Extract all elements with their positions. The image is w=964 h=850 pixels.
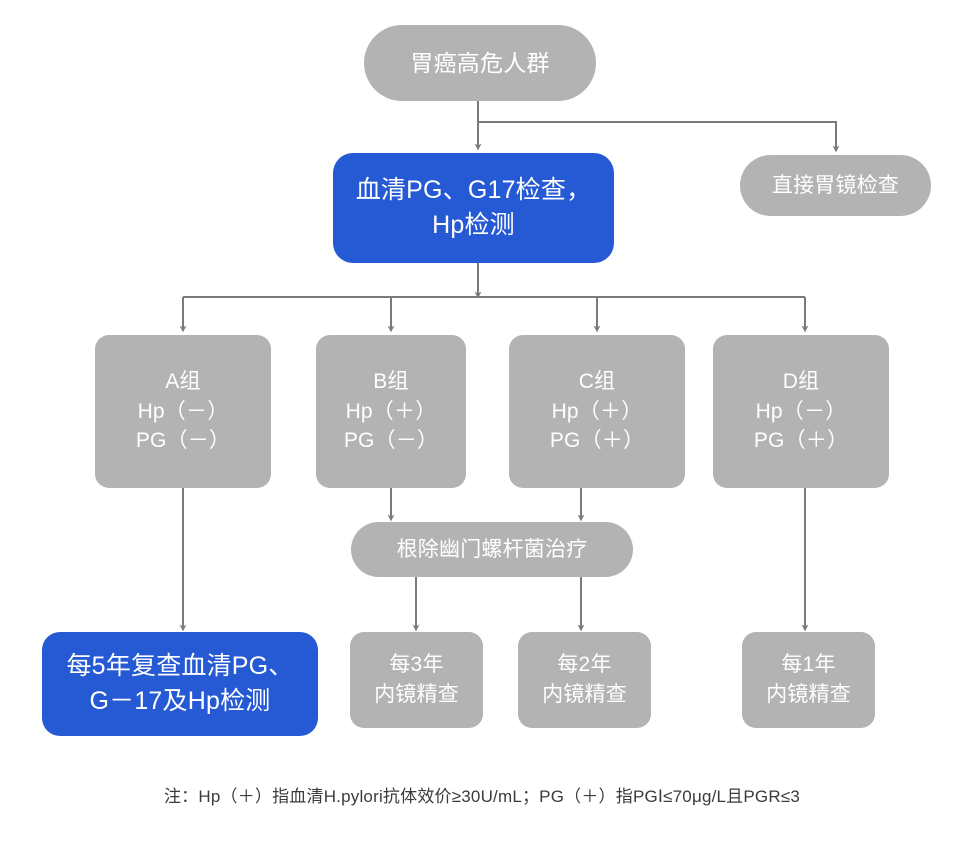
- node-line: PG（－）: [343, 429, 439, 453]
- node-group-c[interactable]: C组 Hp（＋） PG（＋）: [509, 335, 685, 488]
- node-line: 内镜精查: [542, 683, 627, 706]
- footnote-text: 注：Hp（＋）指血清H.pylori抗体效价≥30U/mL；PG（＋）指PGⅠ≤…: [163, 787, 801, 806]
- node-line: 血清PG、G17检查，: [355, 175, 592, 204]
- node-line: C组: [578, 369, 616, 393]
- node-endoscopy-every-2-years[interactable]: 每2年 内镜精查: [518, 632, 651, 728]
- node-hp-eradication-therapy[interactable]: 根除幽门螺杆菌治疗: [351, 522, 633, 577]
- node-direct-endoscopy[interactable]: 直接胃镜检查: [740, 155, 931, 216]
- node-line: 根除幽门螺杆菌治疗: [396, 537, 588, 561]
- node-line: 每3年: [389, 653, 444, 677]
- node-group-d[interactable]: D组 Hp（－） PG（＋）: [713, 335, 889, 488]
- node-line: Hp检测: [432, 211, 515, 239]
- edge-highrisk-to-direct-endoscopy: [478, 121, 840, 153]
- node-line: D组: [782, 369, 820, 393]
- node-line: 内镜精查: [374, 683, 459, 706]
- node-line: PG（＋）: [549, 429, 645, 453]
- node-line: 直接胃镜检查: [771, 173, 900, 197]
- node-group-a[interactable]: A组 Hp（－） PG（－）: [95, 335, 271, 488]
- node-line: G－17及Hp检测: [89, 687, 271, 715]
- node-line: 每5年复查血清PG、: [66, 651, 294, 680]
- node-line: Hp（＋）: [551, 399, 643, 423]
- node-endoscopy-every-1-year[interactable]: 每1年 内镜精查: [742, 632, 875, 728]
- node-line: 每1年: [781, 653, 836, 677]
- node-line: 内镜精查: [766, 683, 851, 706]
- node-group-b[interactable]: B组 Hp（＋） PG（－）: [316, 335, 466, 488]
- node-line: PG（－）: [135, 429, 231, 453]
- node-line: B组: [373, 369, 409, 393]
- node-endoscopy-every-3-years[interactable]: 每3年 内镜精查: [350, 632, 483, 728]
- node-line: A组: [165, 369, 201, 393]
- node-line: Hp（－）: [137, 399, 229, 423]
- node-serum-pg-g17-hp-test[interactable]: 血清PG、G17检查， Hp检测: [333, 153, 614, 263]
- node-high-risk-population[interactable]: 胃癌高危人群: [364, 25, 596, 101]
- node-line: Hp（＋）: [345, 399, 437, 423]
- node-follow-up-every-5-years[interactable]: 每5年复查血清PG、 G－17及Hp检测: [42, 632, 318, 736]
- node-line: 每2年: [557, 653, 612, 677]
- node-line: Hp（－）: [755, 399, 847, 423]
- node-line: PG（＋）: [753, 429, 849, 453]
- node-line: 胃癌高危人群: [410, 49, 550, 76]
